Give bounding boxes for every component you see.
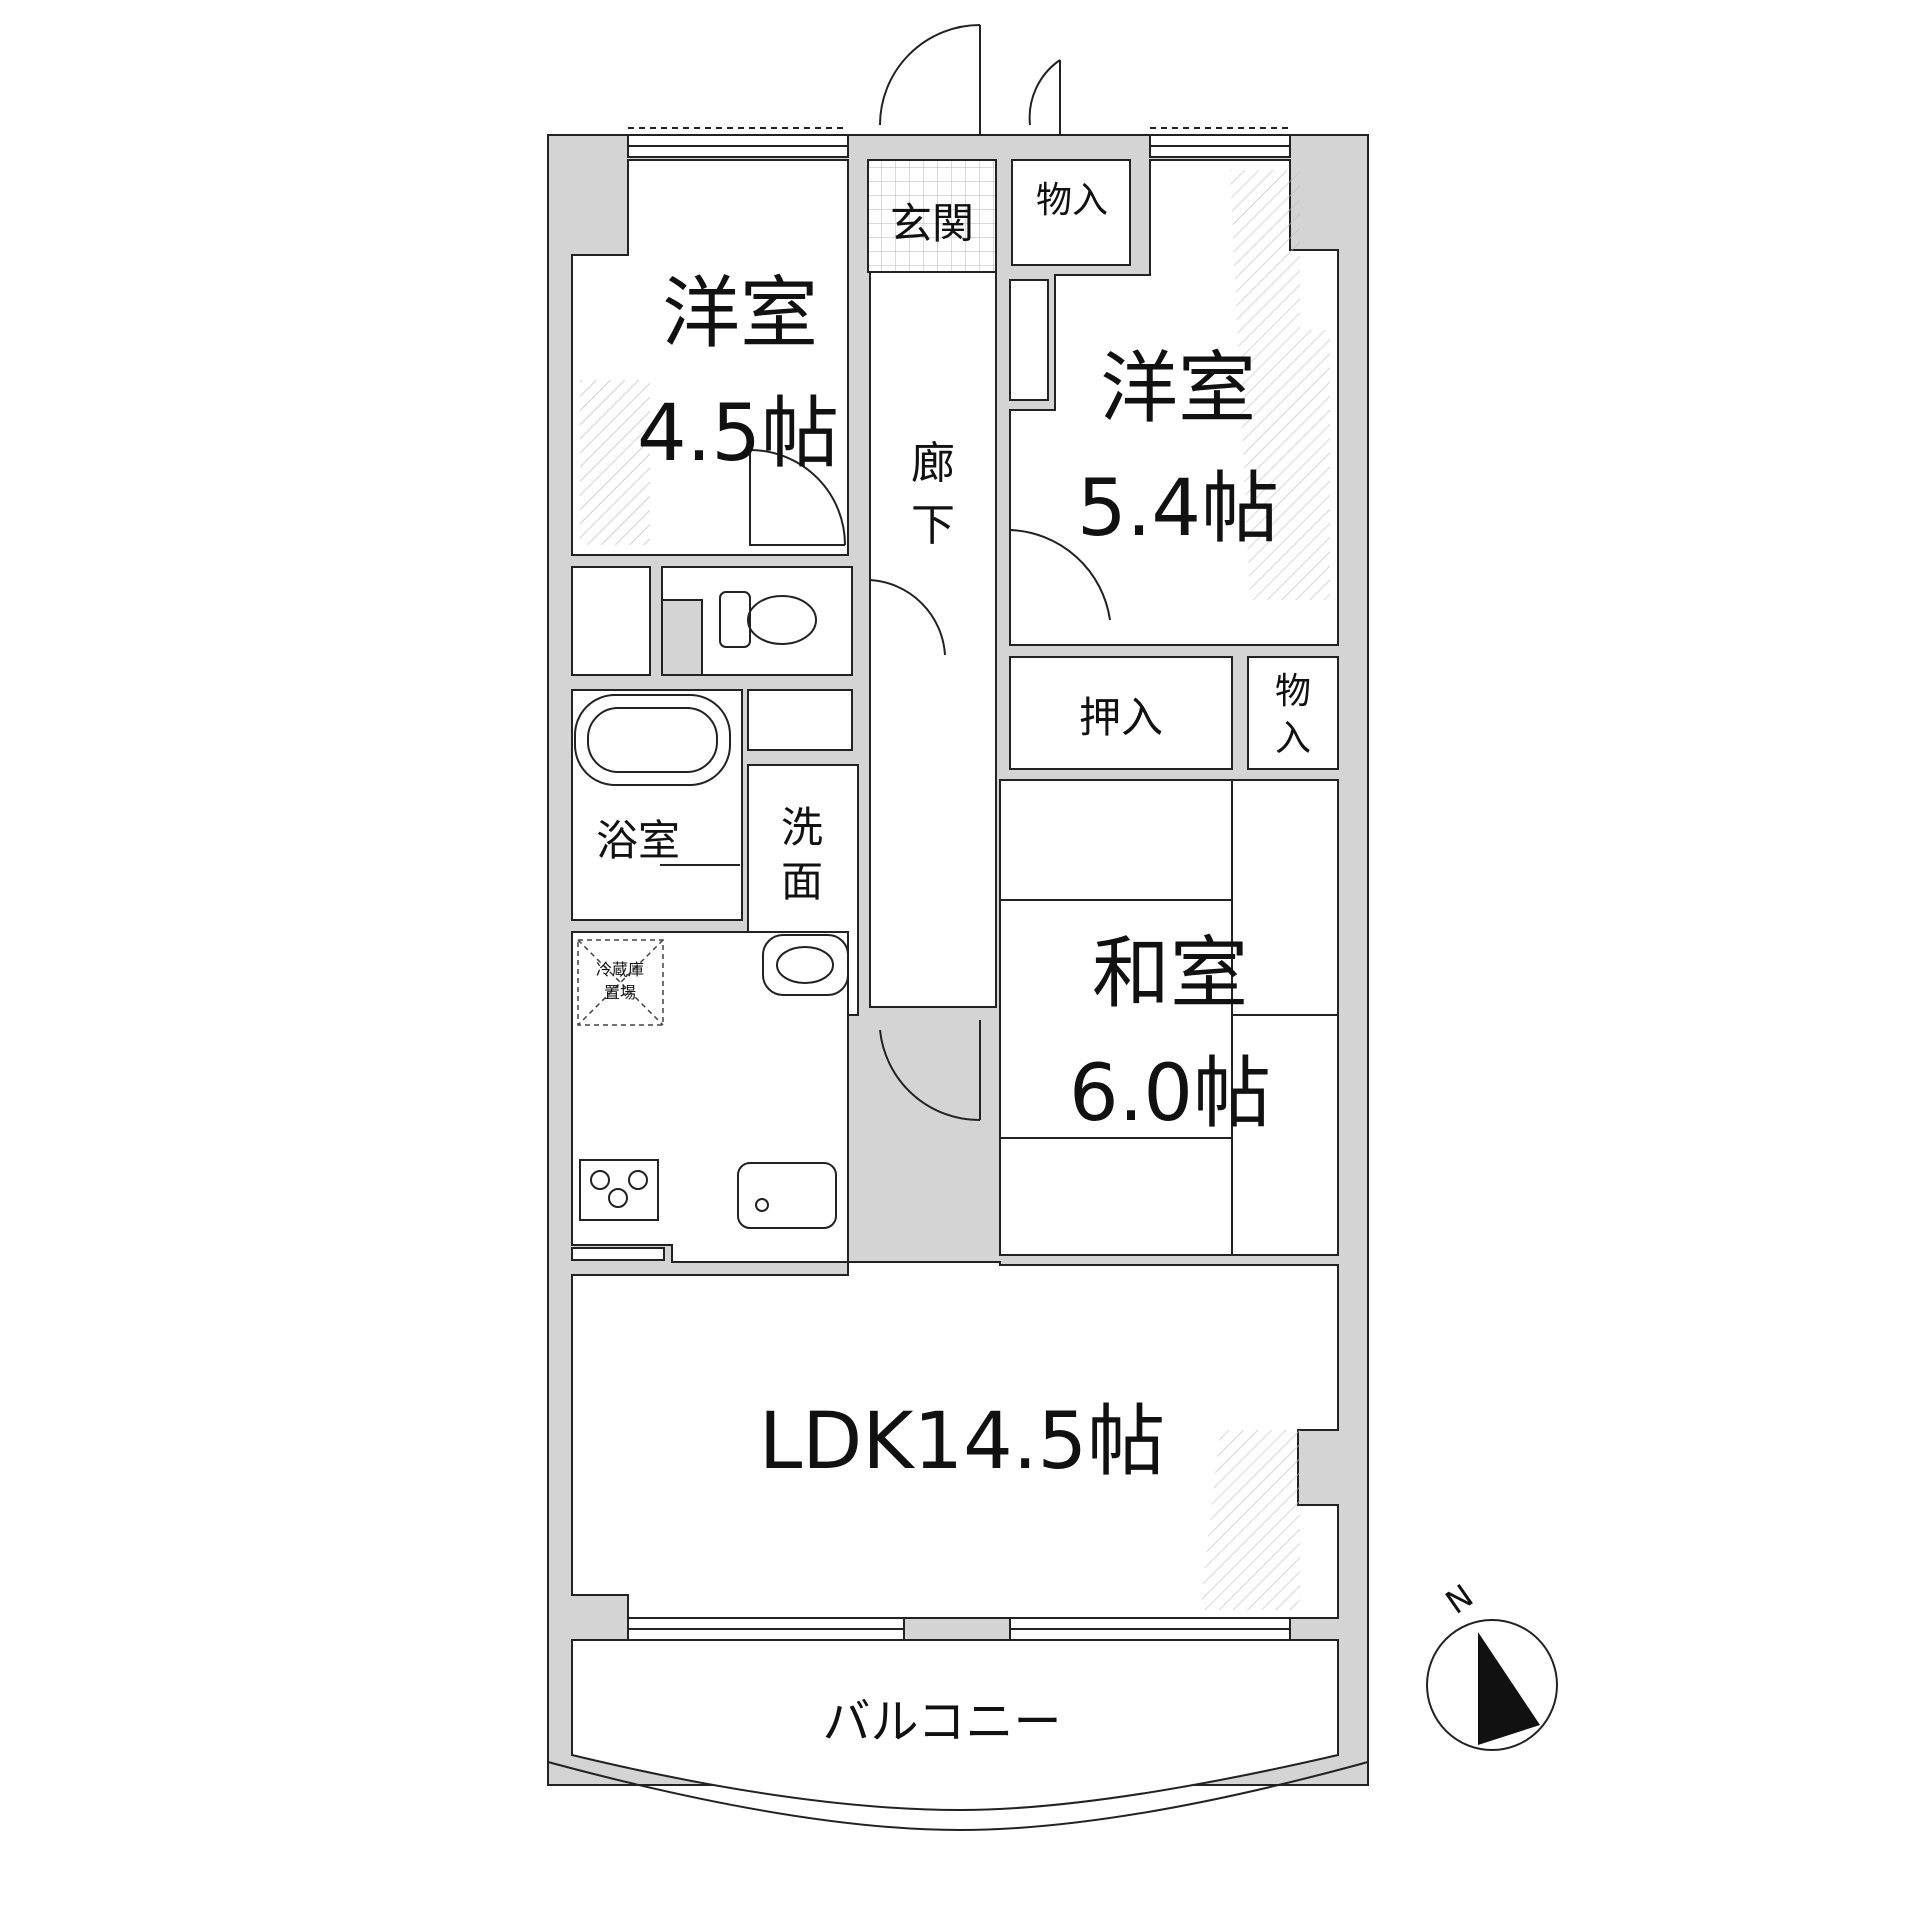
balcony-rail: [547, 1761, 1369, 1832]
bathroom-label: 浴室: [596, 816, 680, 865]
balcony-label: バルコニー: [822, 1694, 1061, 1750]
compass-north-label: N: [1439, 1577, 1480, 1622]
fridge-label-1: 冷蔵庫: [596, 960, 644, 979]
western-2-name: 洋室: [1100, 344, 1256, 434]
storage-side-label-2: 入: [1275, 718, 1311, 759]
room-floors: [571, 159, 1339, 1812]
tatami-lines: [1000, 780, 1338, 1255]
western-2-size: 5.4帖: [1077, 464, 1279, 554]
bathtub-icon: [574, 694, 731, 786]
japanese-size: 6.0帖: [1069, 1049, 1271, 1139]
compass-icon: [1426, 1619, 1558, 1751]
room-labels: 洋室 4.5帖 洋室 5.4帖 和室 6.0帖 LDK14.5帖 玄関 物入 押…: [596, 180, 1480, 1750]
windows: [627, 127, 1291, 1641]
western-1-size: 4.5帖: [637, 389, 839, 479]
washroom-label-1: 洗: [781, 803, 823, 852]
corridor-label-2: 下: [911, 500, 955, 551]
sink-icon: [737, 1162, 837, 1229]
entrance-label: 玄関: [890, 199, 974, 248]
western-1-name: 洋室: [662, 269, 818, 359]
oshiire-label: 押入: [1079, 693, 1163, 742]
stove-icon: [579, 1159, 659, 1221]
washbasin-icon: [762, 934, 849, 996]
ldk-label: LDK14.5帖: [759, 1397, 1165, 1487]
storage-side-label-1: 物: [1275, 671, 1311, 712]
doors: [660, 24, 1111, 1122]
corridor-label-1: 廊: [911, 438, 955, 489]
storage-top-label: 物入: [1036, 180, 1108, 221]
japanese-name: 和室: [1092, 929, 1248, 1019]
fridge-label-2: 置場: [604, 983, 636, 1002]
fridge-space: [577, 939, 664, 1026]
toilet-icon: [719, 591, 817, 648]
window-hatching: [580, 170, 1330, 1610]
washroom-label-2: 面: [781, 857, 823, 906]
